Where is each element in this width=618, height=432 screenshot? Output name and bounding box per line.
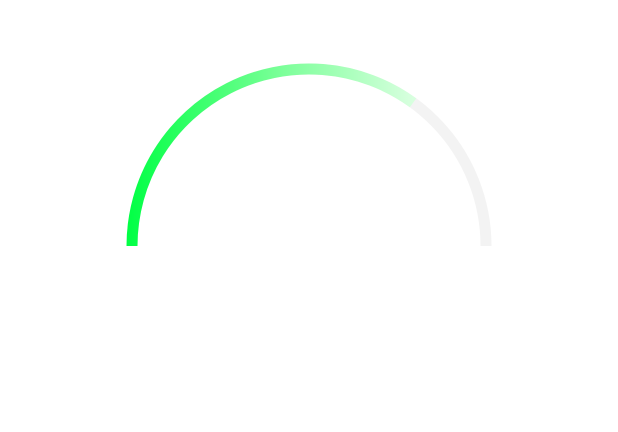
gauge-track <box>126 63 492 247</box>
gauge-progress-arc <box>126 63 417 247</box>
